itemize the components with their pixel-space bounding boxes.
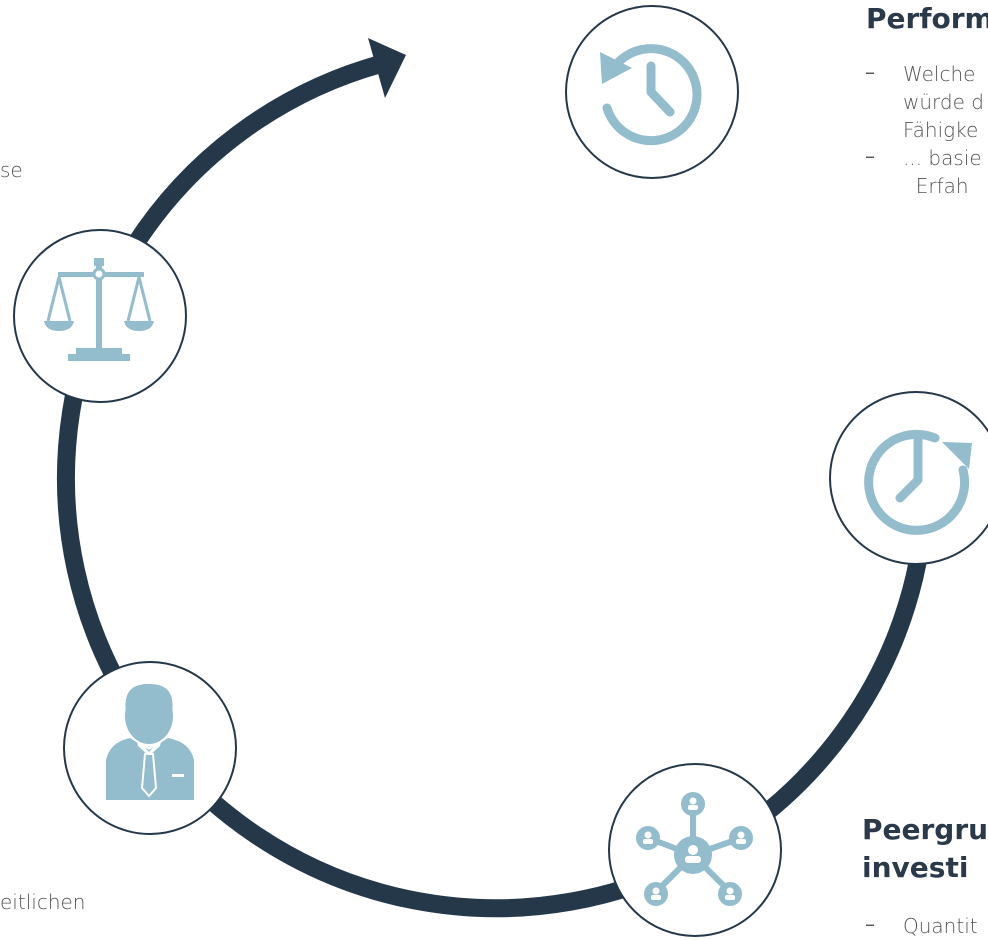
performance-bullet-2-line-1: ... basie (903, 146, 982, 170)
node-businessman (63, 661, 237, 835)
performance-bullet-1-line-3: Fähigke (903, 118, 979, 142)
clock-counterclockwise-icon (600, 44, 702, 146)
clock-clockwise-icon (864, 429, 972, 535)
cycle-arrow-head (368, 38, 406, 98)
scales-icon (44, 258, 154, 361)
performance-bullet-1: – (865, 60, 899, 84)
performance-heading: Perform (866, 2, 988, 35)
performance-bullet-1-line-2: würde d (903, 90, 984, 114)
bullet-dash: – (865, 144, 875, 168)
node-peer-network (608, 763, 782, 937)
peer-heading-line-1: Peergru (862, 813, 988, 846)
bullet-dash: – (865, 60, 875, 84)
peer-heading-line-2: investi (862, 851, 969, 884)
left-fragment-bottom: eitlichen (0, 890, 86, 914)
node-forecast-clock (829, 391, 988, 565)
node-scales (13, 229, 187, 403)
performance-bullet-1-line-1: Welche (903, 62, 976, 86)
peer-bullet-1-text: Quantit (903, 914, 978, 938)
bullet-dash: – (865, 912, 875, 936)
left-fragment-top: se (0, 158, 23, 182)
peer-bullet-1: – (865, 912, 899, 936)
performance-bullet-2-line-2: Erfah (903, 174, 969, 198)
performance-bullet-2: – (865, 144, 899, 168)
businessman-icon (106, 683, 194, 800)
node-history-clock (565, 5, 739, 179)
